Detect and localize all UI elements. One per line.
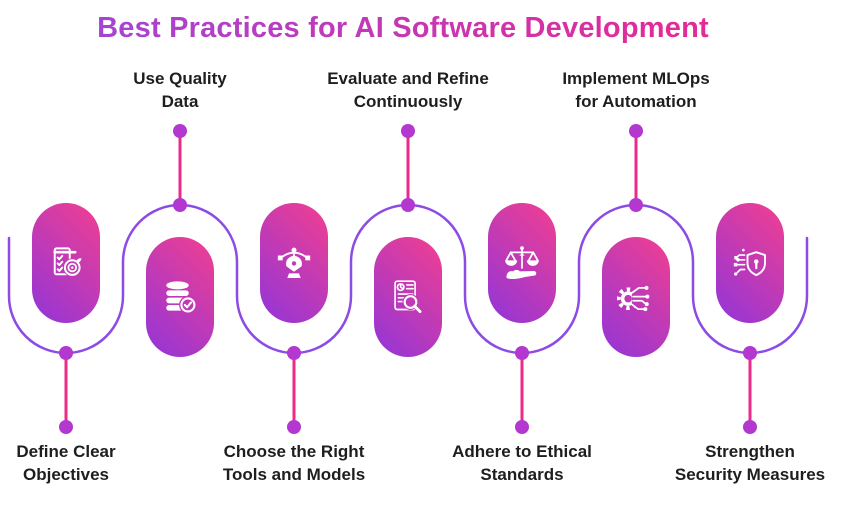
pill-step-1 xyxy=(32,203,100,323)
label-line: Use Quality xyxy=(133,69,227,88)
pill-step-3 xyxy=(260,203,328,323)
pill-step-6 xyxy=(602,237,670,357)
label-line: Choose the Right xyxy=(223,442,365,461)
pill-step-2 xyxy=(146,237,214,357)
label-line: Standards xyxy=(480,465,564,484)
label-line: Define Clear xyxy=(16,442,116,461)
label-line: Implement MLOps xyxy=(562,69,710,88)
connector-lines xyxy=(64,131,752,427)
step-label-choose-tools-models: Choose the Right Tools and Models xyxy=(189,440,399,486)
label-line: Security Measures xyxy=(674,465,826,484)
step-label-ethical-standards: Adhere to Ethical Standards xyxy=(417,440,627,486)
label-line: for Automation xyxy=(575,92,697,111)
step-label-define-clear-objectives: Define Clear Objectives xyxy=(0,440,171,486)
document-magnifier-icon xyxy=(394,280,422,313)
label-line: Objectives xyxy=(23,465,109,484)
label-line: Evaluate and Refine xyxy=(327,69,489,88)
pill-step-7 xyxy=(716,203,784,323)
database-check-icon xyxy=(166,281,196,313)
connector-dots xyxy=(59,124,757,434)
scales-hand-icon xyxy=(505,246,539,280)
page-title: Best Practices for AI Software Developme… xyxy=(0,12,806,45)
pill-step-5 xyxy=(488,203,556,323)
gear-circuit-icon xyxy=(616,285,650,312)
step-label-use-quality-data: Use Quality Data xyxy=(75,67,285,113)
pill-step-4 xyxy=(374,237,442,357)
step-label-evaluate-refine: Evaluate and Refine Continuously xyxy=(303,67,513,113)
label-line: Continuously xyxy=(353,92,463,111)
label-line: Adhere to Ethical xyxy=(452,442,592,461)
label-line: Strengthen xyxy=(705,442,795,461)
label-line: Data xyxy=(161,92,199,111)
step-label-mlops-automation: Implement MLOps for Automation xyxy=(531,67,741,113)
step-label-security-measures: Strengthen Security Measures xyxy=(645,440,850,486)
checklist-target-icon xyxy=(53,247,82,276)
pen-tool-icon xyxy=(277,247,311,278)
circuit-shield-icon xyxy=(733,248,766,277)
label-line: Tools and Models xyxy=(222,465,366,484)
